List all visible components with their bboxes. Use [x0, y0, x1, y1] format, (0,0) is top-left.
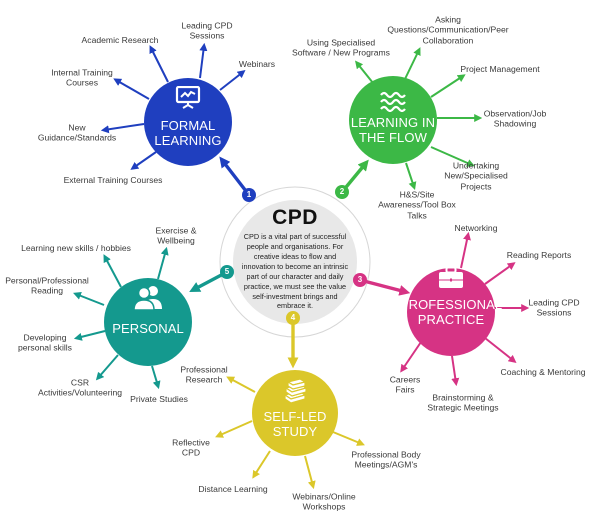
- people-icon: [133, 284, 163, 315]
- presentation-chart-icon: [175, 85, 201, 115]
- hub-circle-personal: [104, 278, 192, 366]
- item-arrow: [113, 78, 150, 100]
- item-label: Webinars: [238, 58, 276, 69]
- item-label: Professional Body Meetings/AGM's: [351, 449, 421, 470]
- center-title: CPD: [272, 206, 318, 229]
- item-arrow: [73, 330, 106, 341]
- item-arrow: [332, 431, 365, 446]
- item-label: Reflective CPD: [172, 437, 210, 458]
- item-arrow: [219, 70, 246, 91]
- item-label: Project Management: [460, 63, 540, 74]
- item-arrow: [460, 231, 471, 269]
- item-arrow: [215, 420, 253, 438]
- link-arrow-professional-practice: [359, 278, 411, 296]
- item-label: Private Studies: [130, 393, 188, 404]
- briefcase-icon: [437, 266, 465, 295]
- hub-title-formal-learning: FORMAL LEARNING: [154, 118, 222, 148]
- item-label: Academic Research: [81, 34, 159, 45]
- item-label: Reading Reports: [506, 249, 572, 260]
- item-arrow: [405, 162, 417, 191]
- number-badge: 1: [242, 188, 256, 202]
- hub-circle-self-led-study: [252, 370, 338, 456]
- item-arrow: [304, 455, 316, 490]
- item-label: CSR Activities/Volunteering: [37, 377, 123, 398]
- item-arrow: [430, 74, 466, 98]
- number-badge: 2: [335, 185, 349, 199]
- item-arrow: [430, 146, 475, 167]
- hub-title-self-led-study: SELF-LED STUDY: [263, 409, 327, 439]
- item-label: Personal/Professional Reading: [5, 275, 89, 296]
- item-label: Careers Fairs: [389, 374, 421, 395]
- item-label: Coaching & Mentoring: [500, 366, 586, 377]
- item-arrow: [252, 450, 271, 479]
- item-label: Brainstorming & Strategic Meetings: [427, 392, 499, 413]
- item-arrow: [226, 376, 256, 393]
- item-label: New Guidance/Standards: [37, 122, 117, 143]
- item-label: Asking Questions/Communication/Peer Coll…: [387, 14, 509, 46]
- item-label: Using Specialised Software / New Program…: [292, 37, 390, 58]
- item-arrow: [484, 337, 517, 363]
- number-badge: 4: [286, 311, 300, 325]
- item-arrow: [151, 365, 161, 390]
- item-arrow: [149, 45, 169, 83]
- item-label: Networking: [454, 222, 498, 233]
- item-label: Leading CPD Sessions: [181, 20, 233, 41]
- item-arrow: [103, 254, 122, 288]
- number-badge: 5: [220, 265, 234, 279]
- center-circle: [233, 200, 357, 324]
- hub-circle-formal-learning: [144, 78, 232, 166]
- hub-circle-learning-in-the-flow: [349, 76, 437, 164]
- item-arrow: [199, 42, 208, 79]
- item-arrow: [100, 123, 145, 134]
- item-arrow: [451, 355, 460, 387]
- center-description: CPD is a vital part of successful people…: [241, 232, 349, 311]
- hub-title-learning-in-the-flow: LEARNING IN THE FLOW: [350, 115, 436, 145]
- number-badge: 3: [353, 273, 367, 287]
- item-label: Internal Training Courses: [51, 67, 113, 88]
- item-arrow: [400, 341, 422, 373]
- item-label: Leading CPD Sessions: [528, 297, 580, 318]
- item-label: H&S/Site Awareness/Tool Box Talks: [378, 189, 456, 221]
- item-arrow: [95, 354, 119, 381]
- item-arrow: [355, 60, 374, 84]
- hub-circle-professional-practice: [407, 268, 495, 356]
- hub-title-personal: PERSONAL: [112, 321, 184, 336]
- item-label: Professional Research: [180, 364, 228, 385]
- waves-icon: [379, 90, 407, 117]
- item-arrow: [157, 246, 169, 280]
- item-label: Exercise & Wellbeing: [155, 225, 197, 246]
- item-arrow: [130, 151, 157, 170]
- hub-title-professional-practice: PROFESSIONAL PRACTICE: [399, 297, 503, 327]
- item-arrow: [73, 292, 105, 306]
- item-label: Distance Learning: [198, 483, 268, 494]
- books-icon: [281, 377, 309, 410]
- item-label: External Training Courses: [63, 174, 163, 185]
- item-arrow: [404, 47, 421, 80]
- item-arrow: [484, 262, 516, 285]
- item-label: Learning new skills / hobbies: [21, 242, 131, 253]
- item-label: Developing personal skills: [18, 332, 72, 353]
- item-label: Webinars/Online Workshops: [292, 491, 356, 512]
- item-label: Undertaking New/Specialised Projects: [444, 160, 508, 192]
- item-label: Observation/Job Shadowing: [483, 108, 547, 129]
